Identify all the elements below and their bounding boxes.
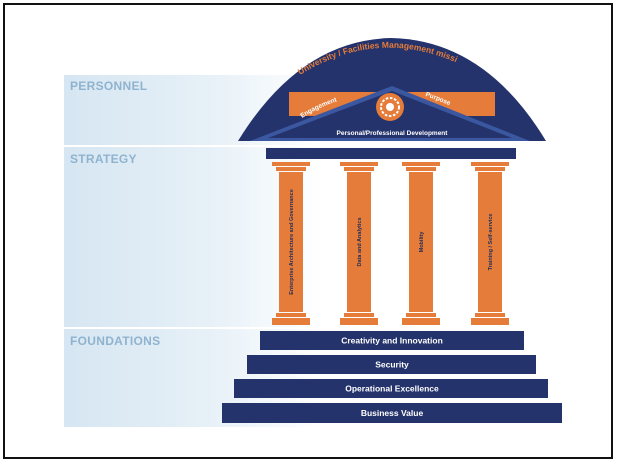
pillar: Training / Self-service: [471, 162, 509, 325]
separator-line: [64, 327, 554, 329]
step-label: Operational Excellence: [345, 384, 439, 394]
pillar-label: Mobility: [419, 231, 425, 253]
step-label: Creativity and Innovation: [341, 336, 443, 346]
separator-line: [64, 145, 554, 147]
emblem-ring: [380, 97, 400, 117]
step-bar: [260, 331, 524, 350]
emblem-core: [386, 103, 394, 111]
step-label: Business Value: [361, 408, 424, 418]
step-bar: [222, 403, 562, 423]
foundations-label: FOUNDATIONS: [70, 334, 161, 348]
pillar: Data and Analytics: [340, 162, 378, 325]
pillar: Mobility: [402, 162, 440, 325]
step-bar: [234, 379, 548, 398]
step-bar: [247, 355, 536, 374]
entablature: [266, 148, 516, 159]
step-label: Security: [375, 360, 409, 370]
pillar: Enterprise Architecture and Governance: [272, 162, 310, 325]
pillar-label: Enterprise Architecture and Governance: [289, 189, 295, 295]
pillar-label: Training / Self-service: [488, 214, 494, 271]
personnel-label: PERSONNEL: [70, 79, 148, 93]
development-text: Personal/Professional Development: [337, 130, 449, 137]
pillar-label: Data and Analytics: [357, 217, 363, 266]
strategy-label: STRATEGY: [70, 152, 137, 166]
